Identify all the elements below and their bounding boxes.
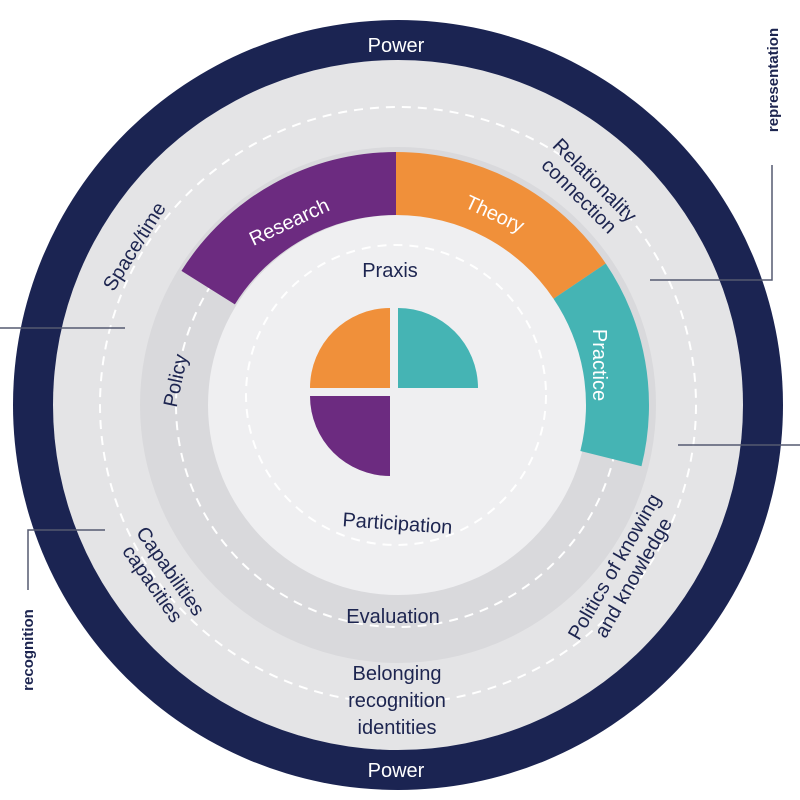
pie-quarter-orange: [310, 308, 390, 388]
recognition-line: recognition: [348, 690, 446, 712]
recognition-side-label: recognition: [20, 609, 37, 691]
praxis-label: Praxis: [362, 260, 418, 282]
power-label-bottom: Power: [368, 760, 425, 782]
identities-line: identities: [358, 717, 437, 739]
theory-segment: [396, 152, 606, 299]
belonging-line: Belonging: [353, 663, 442, 685]
practice-label: Practice: [588, 329, 610, 401]
representation-side-label: representation: [765, 28, 782, 132]
research-segment: [181, 152, 396, 305]
inner-dashed-circle: [245, 244, 547, 546]
practice-segment: [553, 263, 649, 467]
outer-dashed-circle: [99, 106, 697, 704]
pie-quarter-teal: [398, 308, 478, 388]
pie-quarter-purple: [310, 396, 390, 476]
connector-lines: [0, 165, 800, 590]
evaluation-label: Evaluation: [346, 606, 439, 628]
power-label-top: Power: [368, 35, 425, 57]
inner-disc: [208, 215, 588, 595]
belonging-label: Belonging recognition identities: [348, 663, 446, 739]
